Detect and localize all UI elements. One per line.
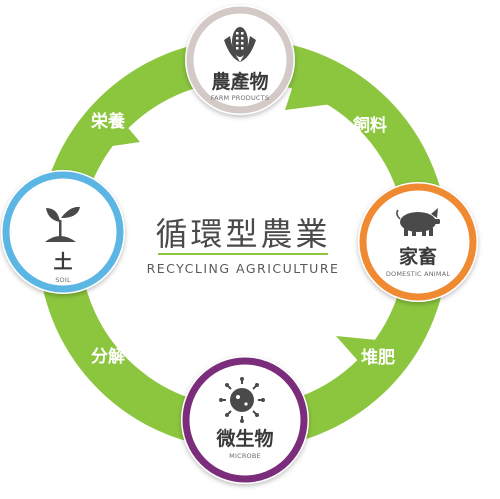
node-farm-ring (186, 6, 294, 114)
node-domestic-animal: 家畜 DOMESTIC ANIMAL (358, 182, 478, 302)
node-farm-label: 農產物 (211, 70, 268, 93)
arrow-label-nutrition: 栄養 (90, 111, 125, 132)
node-farm-products: 農產物 FARM PRODUCTS (185, 5, 295, 115)
node-soil-ring (2, 171, 124, 293)
corn-icon (224, 27, 256, 62)
arrow-label-decompose: 分解 (91, 346, 125, 367)
arrow-compost (336, 336, 398, 388)
arrow-decompose (112, 348, 160, 392)
node-microbe: 微生物 MICROBE (181, 356, 309, 484)
node-domestic-sublabel: DOMESTIC ANIMAL (386, 270, 451, 278)
center-title: 循環型農業 (155, 215, 330, 253)
cycle-arrows (84, 52, 398, 392)
arrow-nutrition (84, 104, 140, 150)
node-farm-sublabel: FARM PRODUCTS (211, 94, 269, 102)
center-subtitle: RECYCLING AGRICULTURE (147, 261, 340, 276)
node-microbe-ring (182, 357, 308, 483)
node-microbe-label: 微生物 (215, 427, 273, 450)
center-title-block: 循環型農業 RECYCLING AGRICULTURE (147, 215, 340, 276)
node-soil-label: 土 (53, 251, 72, 273)
node-microbe-sublabel: MICROBE (229, 452, 261, 460)
node-domestic-label: 家畜 (399, 245, 437, 268)
arrow-feed (285, 52, 348, 110)
pig-icon (396, 208, 440, 236)
arrow-label-compost: 堆肥 (361, 347, 395, 368)
node-soil-sublabel: SOIL (55, 276, 71, 284)
node-soil: 土 SOIL (1, 170, 125, 294)
microbe-icon (219, 377, 265, 423)
node-domestic-ring (359, 183, 477, 301)
arrow-label-feed: 飼料 (352, 115, 387, 136)
sprout-icon (45, 206, 80, 242)
